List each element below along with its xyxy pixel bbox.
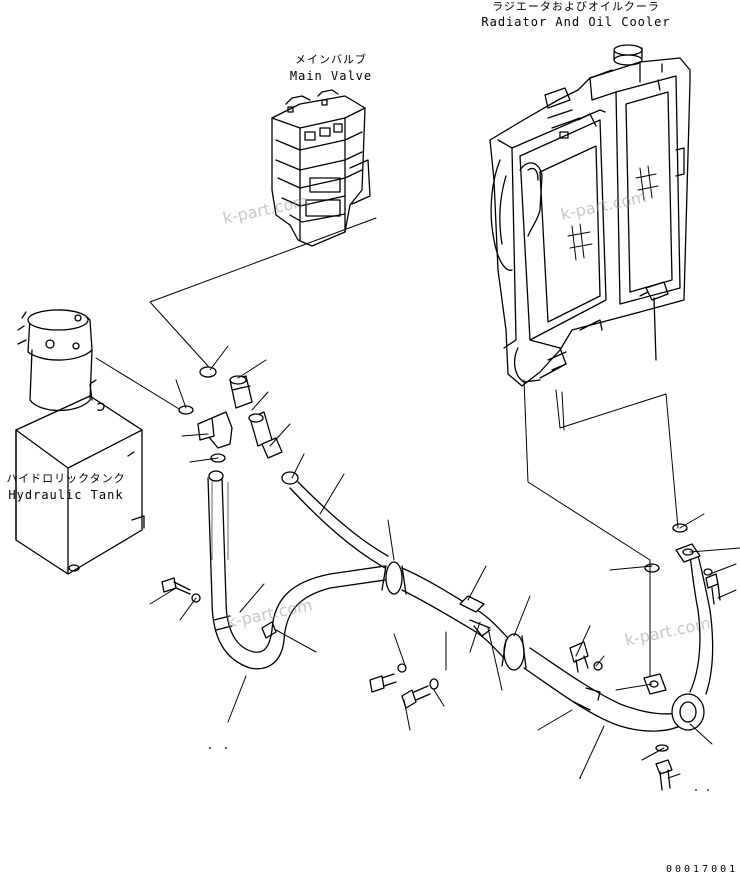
hoses: [207, 477, 714, 732]
hydraulic-tank-drawing: [15, 309, 145, 575]
leader-lines: [95, 217, 679, 687]
main-valve-label-en: Main Valve: [289, 69, 373, 83]
dot-markers: [209, 747, 709, 791]
radiator-label-en: Radiator And Oil Cooler: [481, 15, 671, 29]
fittings: [178, 366, 299, 485]
main-valve-drawing: [271, 89, 371, 247]
radiator-label-jp: ラジエータおよびオイルクーラ: [492, 0, 660, 13]
bolts-washers: [161, 523, 721, 791]
radiator-oil-cooler-drawing: [489, 44, 691, 387]
hydraulic-tank-label-en: Hydraulic Tank: [8, 488, 124, 502]
hydraulic-tank-label-jp: ハイドロリックタンク: [6, 472, 126, 485]
main-valve-label-jp: メインバルブ: [295, 53, 367, 66]
document-number: 00017001: [666, 864, 739, 875]
callout-leaders: [149, 345, 740, 779]
